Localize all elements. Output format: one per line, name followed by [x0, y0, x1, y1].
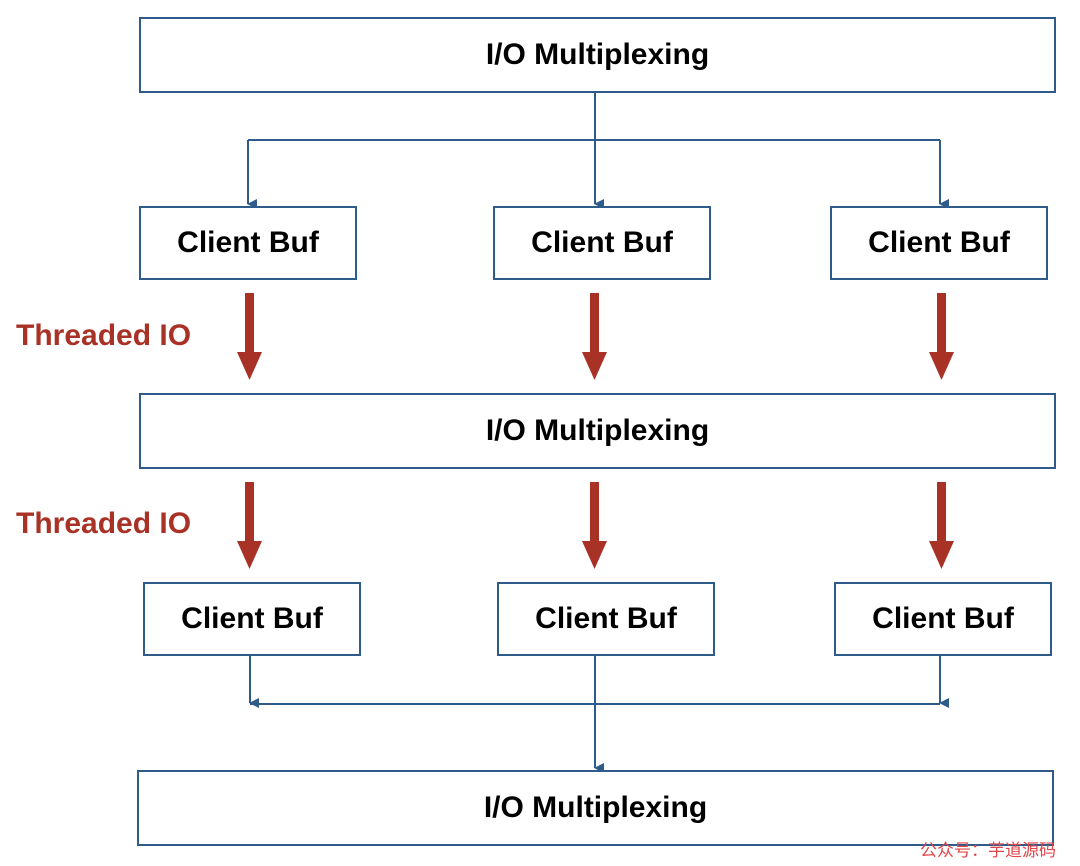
- io-multiplexing-bottom: I/O Multiplexing: [137, 770, 1054, 846]
- threaded-io-label-2: Threaded IO: [16, 507, 192, 540]
- io-multiplexing-top: I/O Multiplexing: [139, 17, 1056, 93]
- threaded-arrow-lower-3: [937, 482, 946, 542]
- threaded-arrow-lower-1-head: [237, 541, 262, 569]
- threaded-arrow-lower-1: [245, 482, 254, 542]
- watermark: 公众号：芋道源码: [920, 841, 1056, 861]
- client-buf-lower-2: Client Buf: [497, 582, 715, 656]
- threaded-arrow-upper-1: [245, 293, 254, 353]
- client-buf-upper-1: Client Buf: [139, 206, 357, 280]
- threaded-arrow-lower-3-head: [929, 541, 954, 569]
- threaded-arrow-upper-3-head: [929, 352, 954, 380]
- threaded-arrows-lower: [237, 482, 954, 569]
- threaded-arrows-upper: [237, 293, 954, 380]
- io-multiplexing-middle: I/O Multiplexing: [139, 393, 1056, 469]
- threaded-arrow-upper-2-head: [582, 352, 607, 380]
- client-buf-upper-2: Client Buf: [493, 206, 711, 280]
- threaded-arrow-upper-3: [937, 293, 946, 353]
- fan-in-connector: [249, 656, 949, 773]
- threaded-io-label-1: Threaded IO: [16, 319, 192, 352]
- threaded-arrow-upper-2: [590, 293, 599, 353]
- client-buf-lower-3: Client Buf: [834, 582, 1052, 656]
- fan-out-connector: [247, 93, 949, 209]
- client-buf-upper-3: Client Buf: [830, 206, 1048, 280]
- client-buf-lower-1: Client Buf: [143, 582, 361, 656]
- threaded-arrow-lower-2-head: [582, 541, 607, 569]
- threaded-arrow-upper-1-head: [237, 352, 262, 380]
- threaded-arrow-lower-2: [590, 482, 599, 542]
